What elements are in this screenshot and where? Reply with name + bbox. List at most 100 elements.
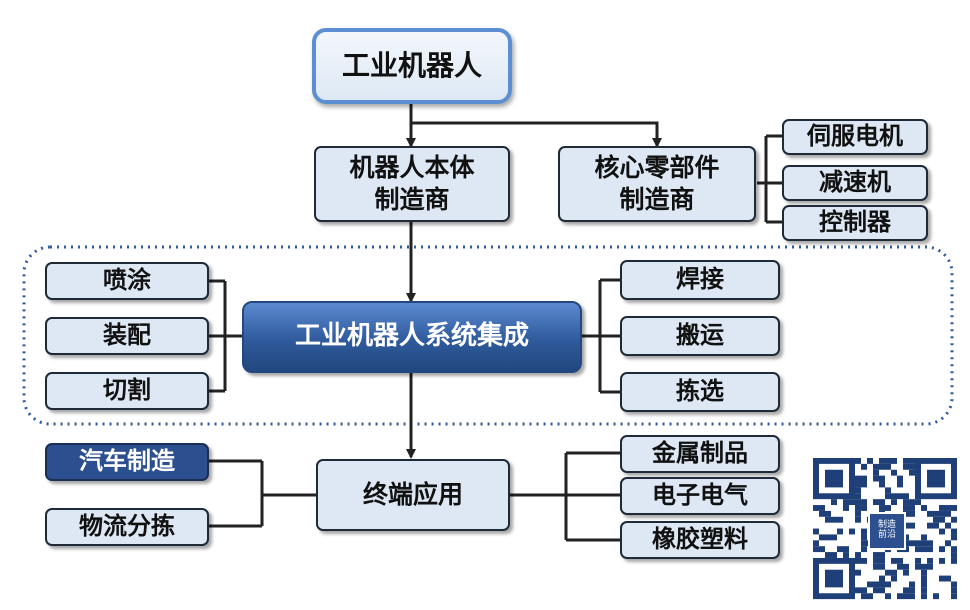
- integration-region: [22, 245, 954, 426]
- process-node: 喷涂: [45, 262, 209, 300]
- qr-module: [873, 557, 879, 564]
- qr-module: [861, 499, 867, 506]
- qr-module: [921, 540, 927, 547]
- app-node: 电子电气: [620, 477, 780, 515]
- qr-module: [939, 575, 945, 582]
- qr-module: [855, 505, 861, 511]
- qr-module: [933, 510, 939, 517]
- qr-module: [885, 463, 891, 470]
- qr-module: [861, 546, 867, 553]
- qr-module: [909, 593, 915, 600]
- qr-module: [939, 510, 945, 517]
- qr-module: [951, 534, 957, 541]
- qr-module: [951, 593, 957, 600]
- qr-module: [825, 569, 843, 588]
- qr-module: [879, 505, 885, 511]
- component-maker-node: 核心零部件 制造商: [558, 146, 756, 222]
- qr-module: [885, 593, 891, 600]
- qr-module: [951, 581, 957, 588]
- qr-module: [861, 463, 867, 470]
- qr-module: [897, 557, 903, 564]
- qr-module: [819, 510, 825, 517]
- qr-module: [873, 581, 879, 588]
- qr-module: [855, 493, 861, 500]
- qr-module: [921, 575, 927, 582]
- qr-module: [945, 522, 951, 529]
- qr-module: [873, 552, 879, 558]
- qr-module: [867, 593, 873, 600]
- qr-module: [855, 499, 861, 506]
- qr-module: [939, 505, 945, 511]
- qr-module: [855, 481, 861, 488]
- component-label: 控制器: [819, 208, 891, 237]
- qr-module: [825, 552, 831, 558]
- qr-module: [825, 510, 831, 517]
- qr-module: [891, 493, 897, 500]
- qr-module: [861, 540, 867, 547]
- qr-module: [945, 540, 951, 547]
- qr-module: [927, 522, 933, 529]
- qr-module: [885, 487, 891, 494]
- qr-module: [921, 593, 927, 600]
- qr-module: [849, 528, 855, 535]
- qr-module: [867, 458, 873, 464]
- qr-module: [873, 463, 879, 470]
- integration-label: 工业机器人系统集成: [294, 321, 529, 352]
- body-maker-node: 机器人本体 制造商: [314, 146, 510, 222]
- qr-module: [903, 458, 909, 464]
- qr-module: [879, 481, 885, 488]
- qr-module: [903, 493, 909, 500]
- qr-module: [897, 481, 903, 488]
- component-maker-label: 核心零部件 制造商: [594, 152, 720, 215]
- process-node: 拣选: [620, 372, 780, 412]
- qr-module: [915, 563, 921, 570]
- qr-module: [909, 522, 915, 529]
- qr-module: [855, 552, 861, 558]
- qr-module: [879, 463, 885, 470]
- qr-module: [945, 575, 951, 582]
- terminal-node: 终端应用: [316, 459, 510, 531]
- qr-module: [951, 587, 957, 594]
- qr-module: [903, 540, 909, 547]
- qr-module: [927, 469, 945, 488]
- qr-module: [855, 516, 861, 523]
- qr-module: [933, 593, 939, 600]
- process-label: 切割: [103, 376, 151, 405]
- qr-module: [921, 505, 927, 511]
- qr-module: [903, 587, 909, 594]
- qr-module: [939, 557, 945, 564]
- qr-module: [861, 475, 867, 482]
- qr-module: [951, 528, 957, 535]
- app-node: 金属制品: [620, 435, 780, 473]
- qr-module: [903, 499, 909, 506]
- app-label: 电子电气: [652, 481, 748, 510]
- qr-module: [843, 505, 849, 511]
- qr-module: [879, 575, 885, 582]
- qr-module: [903, 505, 909, 511]
- qr-module: [861, 534, 867, 541]
- qr-module: [861, 481, 867, 488]
- app-label: 汽车制造: [79, 447, 175, 476]
- qr-module: [921, 534, 927, 541]
- qr-module: [909, 581, 915, 588]
- qr-module: [861, 557, 867, 564]
- qr-module: [855, 557, 861, 564]
- root-node: 工业机器人: [312, 28, 512, 104]
- qr-module: [885, 569, 891, 576]
- qr-module: [909, 540, 915, 547]
- qr-module: [813, 546, 819, 553]
- qr-module: [843, 499, 849, 506]
- qr-module: [855, 475, 861, 482]
- qr-module: [903, 546, 909, 553]
- qr-module: [825, 534, 831, 541]
- qr-module: [879, 552, 885, 558]
- qr-module: [897, 493, 903, 500]
- qr-module: [831, 534, 837, 541]
- qr-module: [885, 505, 891, 511]
- qr-module: [951, 557, 957, 564]
- qr-module: [891, 469, 897, 476]
- app-label: 物流分拣: [79, 512, 175, 541]
- qr-module: [921, 546, 927, 553]
- qr-module: [825, 469, 843, 488]
